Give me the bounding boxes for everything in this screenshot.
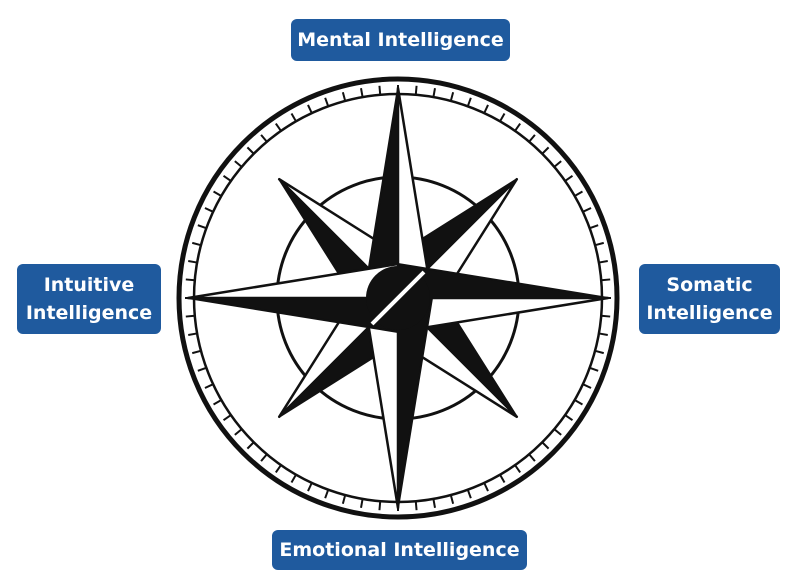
compass-tick (204, 383, 214, 389)
compass-tick (185, 278, 195, 282)
compass-tick (213, 399, 222, 406)
compass-tick (188, 332, 198, 336)
somatic-intelligence-label: Somatic Intelligence (639, 264, 780, 334)
compass-tick (564, 175, 574, 182)
compass-tick (246, 441, 255, 450)
compass-tick (185, 314, 195, 318)
compass-tick (541, 441, 550, 450)
compass-tick (360, 498, 364, 508)
compass-tick (213, 190, 222, 197)
compass-tick (290, 474, 297, 483)
compass-tick (260, 453, 268, 462)
compass-tick (582, 383, 592, 389)
compass-tick (234, 428, 243, 436)
compass-tick (275, 122, 282, 132)
intuitive-line1: Intuitive (43, 274, 135, 296)
compass-tick (246, 146, 255, 155)
compass-tick (601, 278, 611, 282)
compass-tick (307, 104, 313, 114)
compass-tick (449, 91, 455, 102)
compass-tick (197, 366, 207, 372)
compass-tick (528, 134, 536, 143)
emotional-intelligence-label: Emotional Intelligence (272, 530, 527, 570)
compass-tick (378, 501, 382, 511)
compass-tick (483, 104, 489, 114)
compass-tick (594, 349, 605, 355)
compass-tick (449, 494, 455, 505)
compass-tick (598, 260, 608, 264)
compass-tick (188, 260, 198, 264)
compass-tick (598, 332, 608, 336)
compass-tick (601, 314, 611, 318)
mental-intelligence-text: Mental Intelligence (297, 29, 504, 51)
compass-tick (466, 97, 472, 107)
compass-tick (324, 97, 330, 107)
compass-tick (360, 88, 364, 98)
compass-tick (341, 91, 347, 102)
mental-intelligence-label: Mental Intelligence (291, 19, 510, 61)
outer-ring (176, 76, 620, 520)
compass-tick (432, 88, 436, 98)
compass-tick (553, 428, 562, 436)
compass-tick (222, 175, 232, 182)
compass-tick (582, 207, 592, 213)
compass-tick (324, 489, 330, 499)
compass-tick (541, 146, 550, 155)
somatic-line1: Somatic (666, 274, 753, 296)
compass-tick (499, 113, 506, 122)
compass-tick (514, 122, 521, 132)
compass-tick (290, 113, 297, 122)
intuitive-intelligence-label: Intuitive Intelligence (17, 264, 161, 334)
compass-tick (594, 241, 605, 247)
compass-tick (564, 414, 574, 421)
compass-tick (466, 489, 472, 499)
compass-tick (553, 160, 562, 168)
compass-tick (574, 399, 583, 406)
compass-tick (414, 85, 418, 95)
compass-tick (514, 464, 521, 474)
compass-tick (191, 349, 202, 355)
emotional-intelligence-text: Emotional Intelligence (279, 539, 520, 561)
compass-tick (204, 207, 214, 213)
compass-tick (341, 494, 347, 505)
compass-tick (234, 160, 243, 168)
intuitive-line2: Intelligence (25, 302, 153, 324)
compass-tick (222, 414, 232, 421)
compass-tick (197, 224, 207, 230)
compass-tick (275, 464, 282, 474)
compass-tick (432, 498, 436, 508)
compass-tick (528, 453, 536, 462)
somatic-line2: Intelligence (646, 302, 773, 324)
compass-tick (589, 366, 599, 372)
center-hub-cut (370, 270, 426, 326)
compass-tick (307, 482, 313, 492)
compass-ticks (185, 85, 611, 511)
compass-tick (191, 241, 202, 247)
compass-tick (260, 134, 268, 143)
compass-tick (499, 474, 506, 483)
compass-tick (414, 501, 418, 511)
compass-tick (378, 85, 382, 95)
compass-tick (483, 482, 489, 492)
compass-tick (574, 190, 583, 197)
compass-tick (589, 224, 599, 230)
